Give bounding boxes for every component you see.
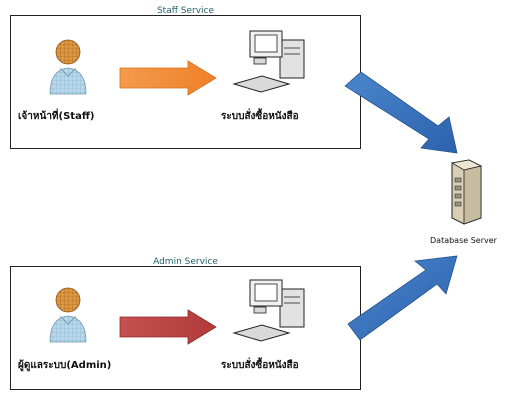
admin-flow-arrow [119, 309, 217, 345]
admin-workstation-icon [232, 279, 305, 342]
admin-system-label: ระบบสั่งซื้อหนังสือ [221, 360, 299, 371]
database-server-icon [450, 159, 483, 225]
staff-system-label: ระบบสั่งซื้อหนังสือ [221, 111, 299, 122]
staff-flow-arrow [119, 60, 217, 96]
staff-actor-label: เจ้าหน้าที่(Staff) [18, 111, 95, 122]
staff-workstation-icon [232, 30, 305, 93]
staff-to-server-arrow [344, 71, 458, 154]
staff-person-icon [49, 39, 87, 95]
database-server-label: Database Server [430, 236, 497, 245]
admin-person-icon [49, 287, 87, 343]
admin-to-server-arrow [347, 255, 458, 341]
admin-actor-label: ผู้ดูแลระบบ(Admin) [18, 360, 112, 371]
